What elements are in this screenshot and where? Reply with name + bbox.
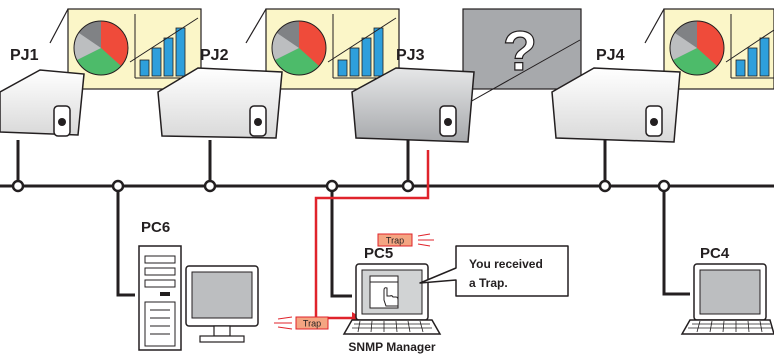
screen-pj1 [67,8,202,90]
projector-label: PJ3 [396,47,425,64]
trap-label: Trap [303,319,321,329]
screen-frame-pj3 [462,8,582,90]
projector-body-pj3 [351,67,475,143]
projector-pj4: PJ4 [551,8,774,143]
node-pc4 [657,179,671,193]
manager-label: SNMP Manager [348,340,435,354]
screen-pj3: ? [437,8,582,121]
pie-chart-icon [73,20,129,76]
node-pc6 [111,179,125,193]
network-nodes [11,179,671,193]
screen-pj4 [663,8,774,90]
projector-pj1: PJ1 [0,8,202,137]
bar-chart-icon [735,37,770,77]
projector-pj2: PJ2 [157,8,400,139]
drop-pc5 [330,186,352,298]
projector-body-pj1 [0,69,85,137]
laptop-icon [342,263,442,335]
pc-label: PC5 [364,245,393,262]
node-pj1 [11,179,25,193]
unknown-icon: ? [503,19,537,82]
trap-label: Trap [386,236,404,246]
laptop-icon [680,263,774,335]
trap-tag-upper: Trap [377,233,434,247]
callout-bubble: You received a Trap. [419,245,569,297]
node-pj2 [203,179,217,193]
pie-chart-icon [271,20,327,76]
callout-line2: a Trap. [469,276,508,290]
projector-body-pj4 [551,67,681,143]
projector-label: PJ1 [10,47,39,64]
projector-pj3: ? PJ3 [351,8,582,143]
trap-tag-lower: Trap [274,316,329,330]
network [0,140,774,298]
pc-label: PC6 [141,219,170,236]
projector-body-pj2 [157,67,283,139]
pc-label: PC4 [700,245,730,262]
bar-chart-icon [139,27,186,77]
callout-line1: You received [469,257,543,271]
monitor-icon [185,265,259,343]
node-pc5 [325,179,339,193]
pc6-desktop: PC6 [138,219,259,351]
pc5-laptop: PC5 SNMP Manager [342,245,442,354]
projector-label: PJ4 [596,47,625,64]
drop-pc4 [662,186,690,296]
node-pj4 [598,179,612,193]
pc4-laptop: PC4 [680,245,774,335]
tower-icon [138,245,182,351]
projector-label: PJ2 [200,47,229,64]
screen-lines-pj1 [49,8,69,44]
screen-pj2 [265,8,400,90]
bar-chart-icon [337,27,384,77]
pie-chart-icon [669,20,725,76]
drop-pc6 [116,186,135,297]
node-pj3 [401,179,415,193]
